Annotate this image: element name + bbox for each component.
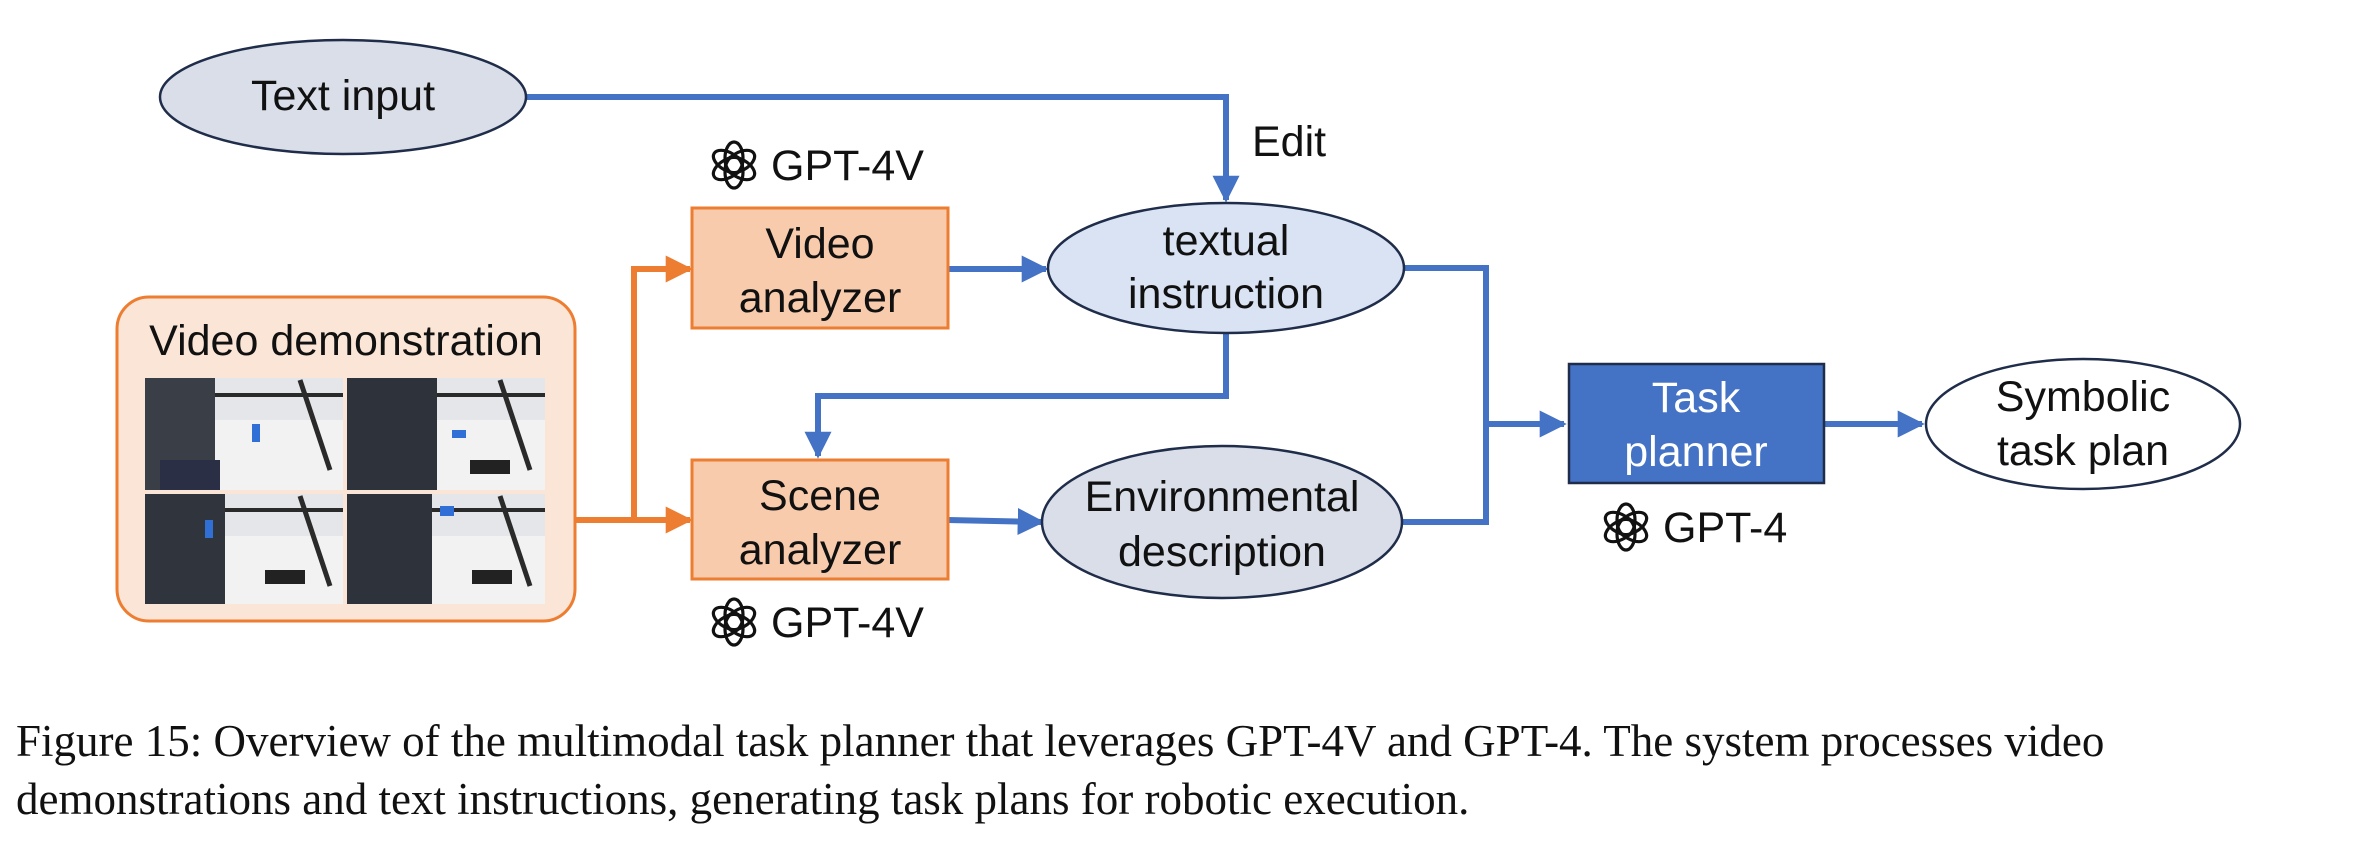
node-text-input: Text input — [158, 38, 528, 156]
video-demonstration-title: Video demonstration — [149, 317, 543, 365]
node-environmental-description: Environmental description — [1040, 444, 1404, 600]
edge-env-to-task-planner — [1402, 424, 1489, 525]
task-planner-label-line2: planner — [1624, 428, 1767, 476]
video-frame-2 — [347, 378, 545, 490]
video-frame-3 — [145, 494, 343, 604]
node-task-planner: Task planner — [1567, 362, 1826, 485]
caption-line-1: Figure 15: Overview of the multimodal ta… — [16, 716, 2105, 766]
openai-logo-icon — [1599, 502, 1653, 552]
caption-line-2: demonstrations and text instructions, ge… — [16, 774, 1470, 824]
pipeline-diagram: Text input Edit GPT-4V Video analyzer te… — [115, 38, 2242, 647]
node-textual-instruction: textual instruction — [1046, 201, 1406, 335]
edge-scene-analyzer-to-env — [947, 507, 1045, 535]
node-symbolic-task-plan: Symbolic task plan — [1924, 357, 2242, 491]
edge-demo-to-video-analyzer — [576, 255, 693, 523]
video-frame-1 — [145, 378, 343, 490]
edit-label: Edit — [1252, 118, 1326, 166]
node-video-demonstration: Video demonstration — [115, 295, 577, 623]
task-planner-model-label: GPT-4 — [1663, 504, 1787, 552]
task-planner-model-tag: GPT-4 — [1599, 502, 1787, 552]
scene-analyzer-model-label: GPT-4V — [771, 599, 924, 647]
figure-caption: Figure 15: Overview of the multimodal ta… — [16, 712, 2336, 828]
env-description-label-line2: description — [1118, 528, 1326, 576]
edge-text-input-to-instruction — [525, 94, 1240, 203]
openai-logo-icon — [707, 597, 761, 647]
edge-instruction-to-scene-analyzer — [804, 332, 1229, 459]
video-analyzer-model-tag: GPT-4V — [707, 140, 924, 190]
scene-analyzer-model-tag: GPT-4V — [707, 597, 924, 647]
task-planner-label-line1: Task — [1652, 374, 1741, 422]
env-description-label-line1: Environmental — [1085, 473, 1360, 521]
video-analyzer-label-line2: analyzer — [739, 274, 902, 322]
textual-instruction-label-line1: textual — [1163, 217, 1290, 265]
textual-instruction-label-line2: instruction — [1128, 270, 1324, 318]
scene-analyzer-label-line1: Scene — [759, 472, 881, 520]
video-analyzer-model-label: GPT-4V — [771, 142, 924, 190]
node-scene-analyzer: Scene analyzer — [690, 458, 950, 581]
text-input-label: Text input — [251, 72, 435, 120]
symbolic-plan-label-line2: task plan — [1997, 427, 2169, 475]
edge-instruction-to-task-planner — [1404, 265, 1489, 424]
node-video-analyzer: Video analyzer — [690, 206, 950, 330]
video-analyzer-label-line1: Video — [765, 220, 874, 268]
openai-logo-icon — [707, 140, 761, 190]
video-frame-4 — [347, 494, 545, 604]
scene-analyzer-label-line2: analyzer — [739, 526, 902, 574]
symbolic-plan-label-line1: Symbolic — [1996, 373, 2170, 421]
